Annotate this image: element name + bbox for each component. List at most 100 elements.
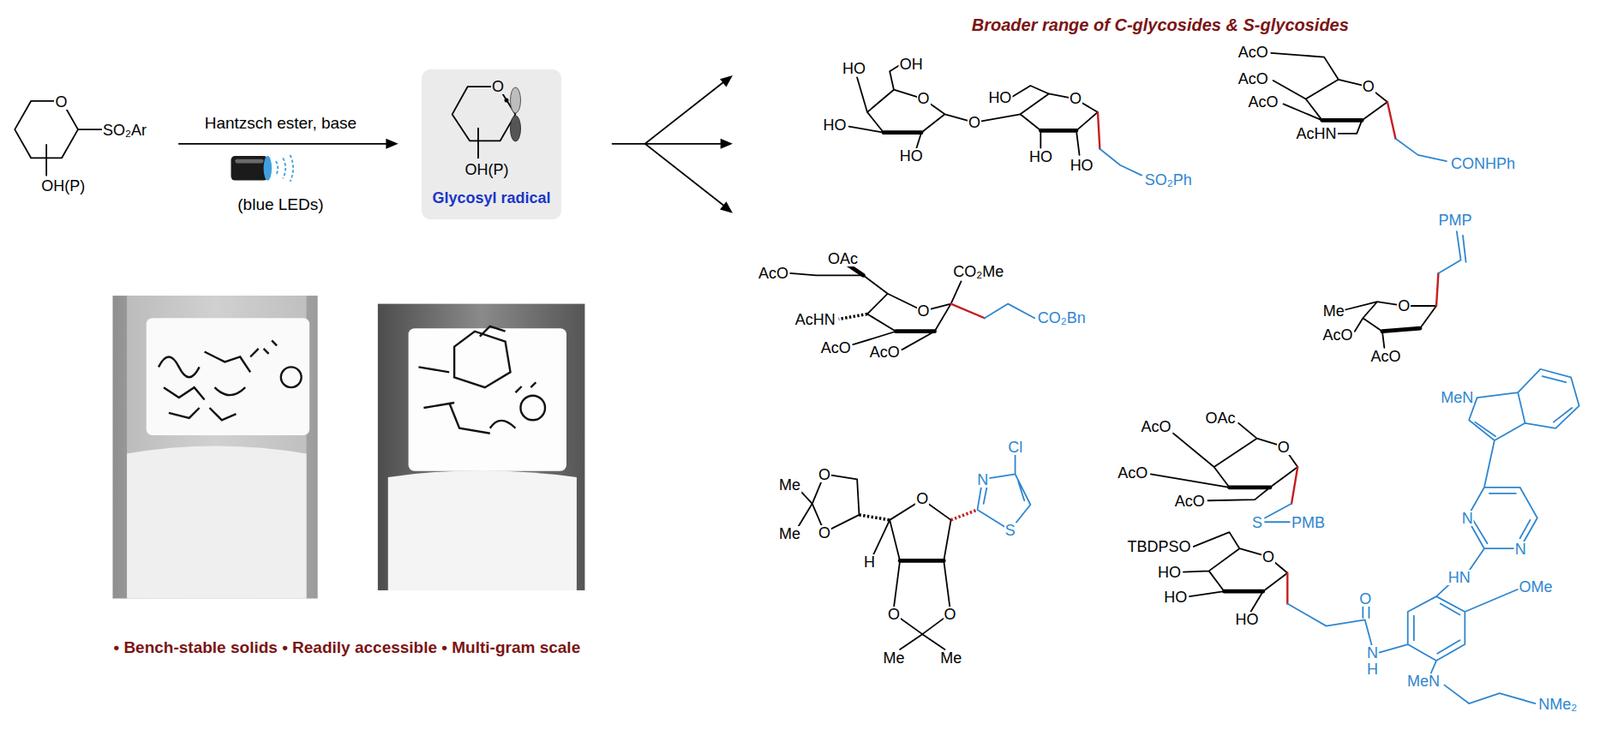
atom-label: OAc bbox=[1204, 410, 1237, 426]
galactose-bonds bbox=[1150, 423, 1298, 501]
reactant-bonds bbox=[14, 101, 102, 176]
atom-label: O bbox=[817, 467, 832, 483]
atom-label: Me bbox=[882, 650, 906, 666]
atom-label: HO bbox=[1069, 157, 1095, 174]
atom-label: N bbox=[1514, 541, 1528, 558]
handwriting bbox=[418, 326, 546, 434]
new-hashed-bond bbox=[951, 509, 978, 521]
arrow-head bbox=[719, 201, 733, 213]
led-lens bbox=[263, 155, 273, 181]
rhamnose-bonds bbox=[1344, 301, 1437, 348]
atom-label: H bbox=[1366, 661, 1379, 678]
atom-label: CO₂Bn bbox=[1036, 310, 1087, 326]
atom-label: HO bbox=[821, 117, 847, 133]
led-shine bbox=[234, 159, 264, 164]
atom-label: O bbox=[53, 94, 68, 110]
atom-label: HO bbox=[1234, 611, 1260, 628]
vial-photo bbox=[377, 304, 586, 591]
atom-label: OMe bbox=[1517, 579, 1553, 595]
atom-label: AcO bbox=[1174, 493, 1206, 510]
arrow-head bbox=[719, 75, 733, 87]
photo-ground bbox=[112, 295, 318, 599]
photo-ground bbox=[377, 304, 586, 591]
atom-label: O bbox=[1068, 90, 1083, 107]
atom-label: HO bbox=[898, 148, 924, 164]
led-light bbox=[275, 155, 294, 182]
atom-label: O bbox=[817, 525, 832, 541]
atom-label: HO bbox=[1028, 149, 1054, 165]
atom-label: H bbox=[862, 554, 876, 570]
atom-label: HO bbox=[841, 60, 867, 77]
atom-label: S bbox=[1251, 515, 1264, 531]
atom-label: OH bbox=[898, 56, 924, 72]
atom-label: HO bbox=[1162, 589, 1188, 606]
atom-label: Cl bbox=[1006, 439, 1024, 456]
atom-label: N bbox=[1461, 510, 1475, 527]
feature-list: • Bench-stable solids • Readily accessib… bbox=[112, 638, 582, 655]
atom-label: CONHPh bbox=[1450, 155, 1517, 172]
atom-label: MeN bbox=[1439, 389, 1475, 406]
arrow-head bbox=[720, 138, 733, 150]
radical-ring bbox=[452, 86, 516, 159]
reagent-label: (blue LEDs) bbox=[236, 196, 324, 213]
atom-label: OH(P) bbox=[464, 161, 510, 178]
atom-label: PMP bbox=[1437, 212, 1473, 228]
atom-label: CO₂Me bbox=[952, 263, 1005, 280]
radical-dot bbox=[504, 98, 510, 103]
atom-label: PMB bbox=[1290, 515, 1326, 531]
atom-label: O bbox=[1396, 298, 1411, 314]
atom-label: OH(P) bbox=[40, 178, 86, 194]
atom-label: AcO bbox=[757, 265, 790, 282]
powder bbox=[388, 470, 577, 591]
atom-label: Me bbox=[778, 477, 802, 493]
intermediate-box: O OH(P) Glycosyl radical bbox=[421, 69, 562, 220]
atom-label: S bbox=[1004, 522, 1017, 539]
atom-label: N bbox=[1366, 645, 1379, 661]
atom-label: AcO bbox=[868, 344, 901, 360]
atom-label: OAc bbox=[826, 251, 859, 267]
atom-label: AcO bbox=[820, 340, 852, 356]
scheme-title: Broader range of C-glycosides & S-glycos… bbox=[970, 16, 1350, 34]
atom-label: AcO bbox=[1369, 348, 1402, 365]
atom-label: O bbox=[943, 606, 958, 623]
p-orbital-lobe bbox=[510, 87, 522, 114]
atom-label: SO₂Ar bbox=[101, 122, 148, 138]
atom-label: Me bbox=[939, 650, 963, 666]
atom-label: Me bbox=[778, 526, 802, 542]
led-body bbox=[231, 155, 269, 181]
atom-label: AcHN bbox=[1294, 125, 1337, 142]
atom-label: AcO bbox=[1237, 44, 1270, 60]
reagent-label: Hantzsch ester, base bbox=[203, 113, 358, 131]
atom-label: O bbox=[916, 303, 931, 319]
atom-label: O bbox=[1276, 439, 1291, 456]
atom-label: O bbox=[1261, 549, 1276, 565]
vial-photo bbox=[112, 295, 318, 599]
atom-label: AcO bbox=[1247, 94, 1280, 110]
atom-label: NMe₂ bbox=[1537, 696, 1578, 713]
atom-label: O bbox=[915, 491, 929, 507]
atom-label: HN bbox=[1447, 569, 1472, 586]
atom-label: MeN bbox=[1406, 673, 1441, 690]
glucose-bonds bbox=[1183, 532, 1288, 612]
added-fragment-bonds bbox=[977, 138, 1467, 531]
atom-label: O bbox=[916, 90, 931, 107]
atom-label: O bbox=[491, 78, 505, 95]
atom-label: AcHN bbox=[794, 311, 837, 328]
arrow-head bbox=[385, 138, 398, 150]
atom-label: AcO bbox=[1116, 465, 1149, 481]
atom-label: SO₂Ph bbox=[1144, 172, 1193, 188]
atom-label: O bbox=[1358, 591, 1373, 607]
box-caption: Glycosyl radical bbox=[431, 190, 551, 206]
atom-label: N bbox=[976, 472, 989, 488]
p-orbital-lobe bbox=[510, 115, 522, 142]
lactose-bonds bbox=[849, 64, 1098, 156]
vial-label bbox=[146, 317, 310, 436]
atom-label: O bbox=[967, 114, 982, 131]
atom-label: Me bbox=[1322, 303, 1346, 319]
atom-label: AcO bbox=[1321, 327, 1354, 343]
sialic-bonds bbox=[790, 273, 962, 350]
atom-label: AcO bbox=[1237, 71, 1270, 87]
atom-label: O bbox=[1361, 78, 1376, 95]
atom-label: O bbox=[886, 606, 901, 623]
